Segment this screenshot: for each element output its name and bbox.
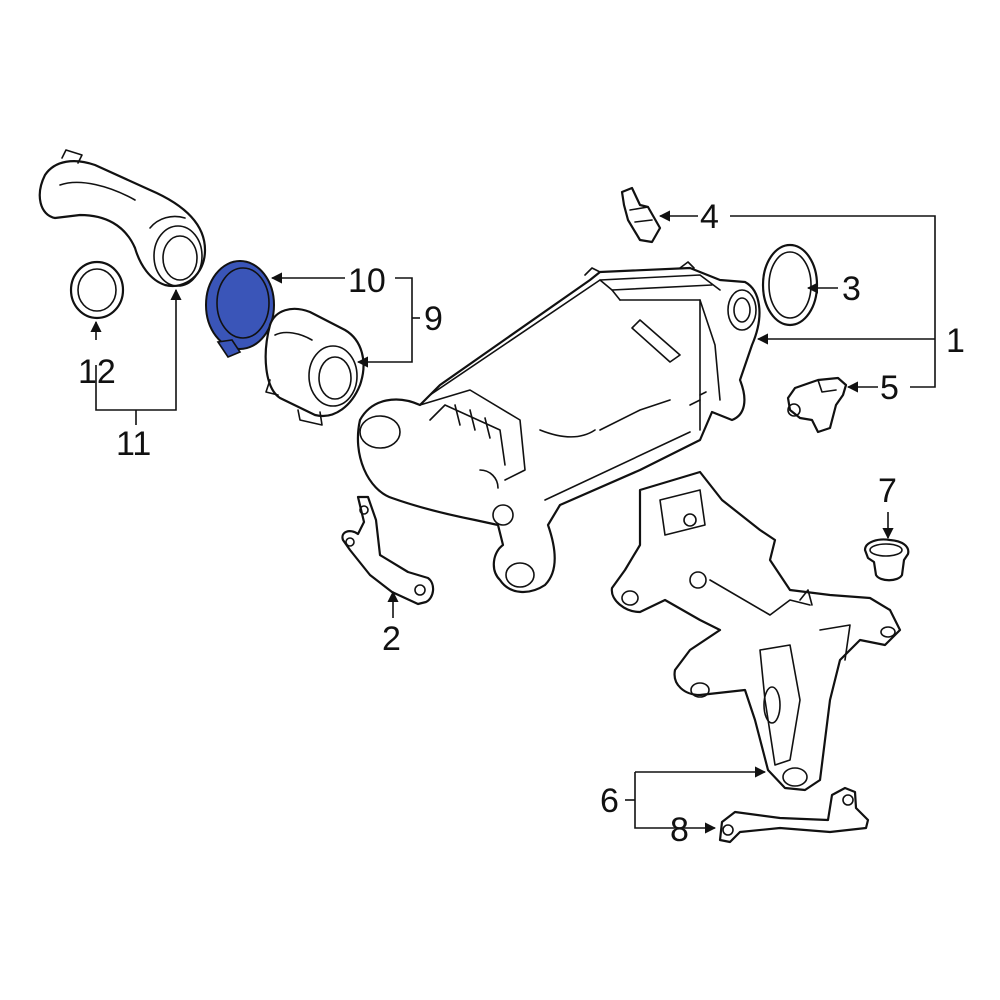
callout-7: 7 xyxy=(878,472,897,510)
leader-lines xyxy=(90,210,936,834)
seal-ring-part[interactable] xyxy=(69,260,125,320)
callout-10: 10 xyxy=(348,262,386,300)
support-bracket-part[interactable] xyxy=(610,470,902,792)
temp-sensor-part[interactable] xyxy=(786,376,848,434)
clamp-highlight xyxy=(205,260,275,350)
callout-2: 2 xyxy=(382,620,401,658)
callout-11: 11 xyxy=(116,425,151,463)
callout-3: 3 xyxy=(842,270,861,308)
callout-4: 4 xyxy=(700,198,719,236)
hose-clamp-part[interactable] xyxy=(205,260,275,358)
intake-hose-part[interactable] xyxy=(38,149,207,288)
pressure-sensor-part[interactable] xyxy=(620,186,662,244)
o-ring-part[interactable] xyxy=(761,243,819,327)
callout-8: 8 xyxy=(670,811,689,849)
grommet-part[interactable] xyxy=(863,538,910,582)
coupling-part[interactable] xyxy=(264,307,365,426)
small-bracket-part[interactable] xyxy=(341,495,435,606)
callout-6: 6 xyxy=(600,782,619,820)
intercooler-part[interactable] xyxy=(356,261,761,593)
callout-1: 1 xyxy=(946,322,965,360)
callout-labels: 1 2 3 4 5 6 7 8 9 10 11 12 xyxy=(78,198,965,849)
callout-9: 9 xyxy=(424,300,443,338)
callout-5: 5 xyxy=(880,369,899,407)
lower-bracket-part[interactable] xyxy=(718,786,870,844)
callout-12: 12 xyxy=(78,353,116,391)
